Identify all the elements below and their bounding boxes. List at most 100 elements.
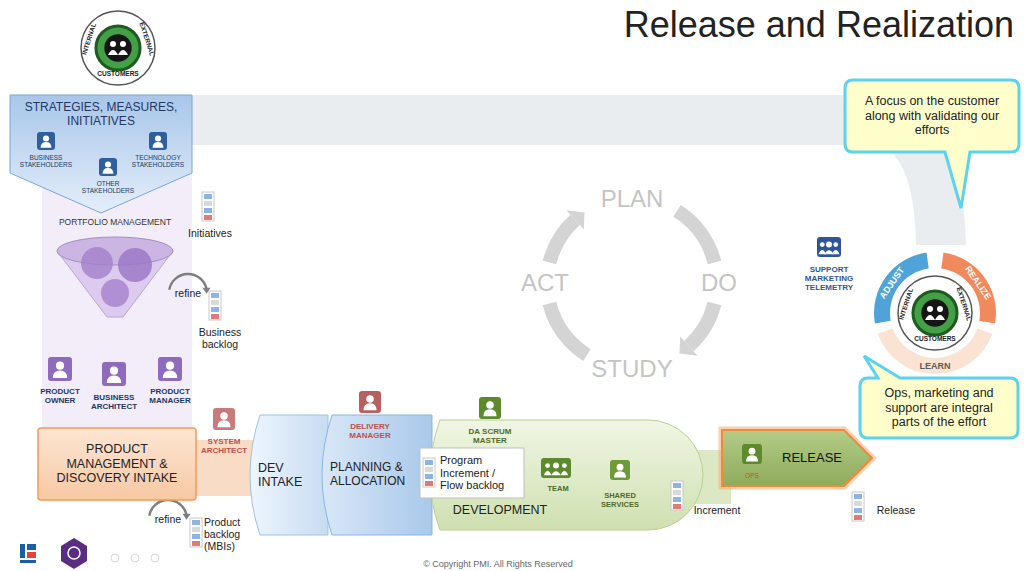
person-icon — [359, 391, 381, 413]
shape-part — [746, 455, 758, 461]
shape-part — [56, 362, 64, 370]
shape-part — [541, 458, 571, 478]
shape-part — [118, 248, 152, 282]
node-outline — [55, 213, 175, 325]
backlog-icon — [852, 492, 864, 521]
shape-part — [545, 463, 550, 468]
shape-part — [68, 547, 80, 559]
shape-part — [854, 494, 862, 499]
shape-part — [366, 395, 373, 402]
release-arrow: RELEASEOPS — [722, 430, 872, 486]
text-label: SUPPORT MARKETING TELEMETRY — [791, 265, 867, 293]
shape-part — [48, 357, 72, 381]
shape-part — [153, 142, 164, 148]
shape-part — [192, 527, 200, 532]
shape-part — [61, 538, 87, 569]
shape-part — [53, 370, 67, 378]
shape-part — [155, 135, 161, 141]
node-text: PORTFOLIO MANAGEMENT — [40, 218, 190, 228]
badge-core — [96, 26, 140, 70]
strategy-arrow: STRATEGIES, MEASURES, INITIATIVESBUSINES… — [10, 95, 192, 213]
shape-part — [99, 158, 117, 176]
shape-part — [486, 401, 493, 408]
badge-person — [118, 50, 128, 55]
text-label: DA SCRUM MASTER — [460, 427, 520, 445]
node-text: Program Increment / Flow backlog — [440, 454, 520, 492]
customer-badge: INTERNALCUSTOMERSEXTERNAL — [897, 275, 973, 351]
person-icon — [213, 408, 235, 430]
pdsa-cycle — [543, 205, 722, 361]
node-text: OTHER STAKEHOLDERS — [78, 180, 138, 195]
text-label: Initiatives — [175, 227, 245, 239]
stage-shape — [322, 415, 432, 535]
shape-part — [203, 288, 211, 294]
text-label: PRODUCT OWNER — [37, 387, 83, 405]
shape-part — [610, 460, 630, 480]
shape-part — [826, 242, 832, 248]
shape-part — [110, 367, 118, 375]
shape-part — [854, 508, 862, 513]
person-icon — [610, 460, 630, 480]
text-label: Release — [866, 504, 926, 516]
shape-part — [211, 300, 219, 305]
node-text: DEVELOPMENT — [445, 503, 555, 517]
shape-part — [43, 135, 49, 141]
group-icon — [817, 237, 841, 257]
node-text: PLANNING & ALLOCATION — [330, 461, 414, 489]
backlog-box — [420, 448, 524, 498]
shape-part — [423, 458, 435, 487]
backlog-icon — [209, 291, 221, 320]
stage-box: DEV INTAKE — [248, 415, 328, 535]
funnel — [57, 237, 173, 317]
shape-part — [41, 142, 52, 148]
shape-part — [20, 544, 25, 558]
badge-person — [927, 306, 933, 312]
page-title: Release and Realization — [624, 4, 1014, 46]
backlog-box: Program Increment / Flow backlog — [420, 448, 524, 498]
badge-person — [108, 50, 118, 55]
portfolio-funnel: PORTFOLIO MANAGEMENT — [55, 213, 175, 325]
shape-part — [183, 514, 191, 520]
shape-part — [81, 247, 113, 279]
agile-logo — [61, 538, 87, 569]
badge-core — [913, 291, 957, 335]
shape-part — [211, 314, 219, 319]
person-icon — [479, 397, 501, 419]
text-label: DO — [694, 269, 744, 297]
node-text: A focus on the customer along with valid… — [855, 94, 1009, 137]
text-label: PLAN — [587, 185, 677, 213]
shape-part — [673, 497, 681, 502]
backlog-icon — [671, 481, 683, 510]
backlog-icon — [423, 458, 435, 487]
text-label: DELIVERY MANAGER — [342, 422, 398, 440]
shape-part — [425, 481, 433, 486]
cycle-ring — [874, 253, 996, 374]
callout-bubble — [845, 80, 1019, 208]
shape-part — [553, 463, 559, 469]
shape-part — [20, 560, 36, 563]
toolbar-dots — [111, 554, 159, 562]
person-icon — [742, 444, 762, 464]
node-text: DEV INTAKE — [258, 461, 320, 490]
node-text: STRATEGIES, MEASURES, INITIATIVES — [15, 101, 187, 129]
shape-part — [131, 554, 139, 562]
shape-part — [854, 501, 862, 506]
text-label: SHARED SERVICES — [594, 492, 646, 509]
backlog-icon — [190, 518, 202, 547]
shape-part — [220, 412, 227, 419]
shape-part — [566, 210, 584, 229]
shape-part — [425, 460, 433, 465]
group-icon — [541, 458, 571, 478]
shape-part — [673, 483, 681, 488]
shape-part — [101, 279, 129, 307]
shape-part — [149, 132, 167, 150]
shape-part — [103, 168, 114, 174]
shape-part — [425, 467, 433, 472]
shape-part — [211, 293, 219, 298]
node-text: RELEASE — [767, 451, 857, 466]
shape-part — [204, 194, 212, 199]
shape-part — [102, 362, 126, 386]
shape-part — [425, 474, 433, 479]
shape-part — [543, 302, 591, 361]
shape-part — [192, 534, 200, 539]
